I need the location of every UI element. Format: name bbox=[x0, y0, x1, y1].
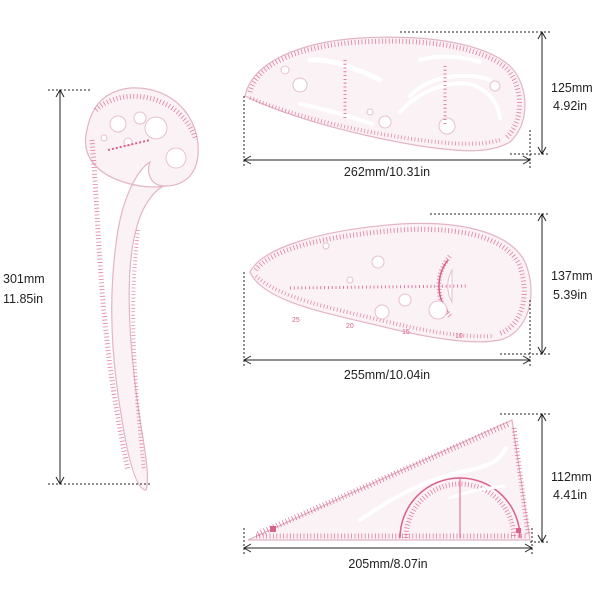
egg-protractor-width-label: 255mm/10.04in bbox=[343, 368, 431, 382]
triangle-side-scale bbox=[511, 427, 531, 535]
egg-hole bbox=[489, 80, 501, 92]
curve-hole bbox=[165, 147, 187, 169]
egg-large-height-in-label: 4.92in bbox=[553, 99, 588, 113]
protractor-edge-scale bbox=[254, 274, 495, 339]
egg-large-dimensions bbox=[242, 30, 550, 168]
triangle-width-label: 205mm/8.07in bbox=[348, 557, 428, 571]
triangle-corner-mark bbox=[270, 526, 276, 532]
curve-scale-line bbox=[107, 139, 151, 151]
triangle-height-in-label: 4.41in bbox=[553, 488, 588, 502]
egg-ruler-body bbox=[244, 36, 526, 152]
egg-curve-protractor-ruler: 25 20 15 10 bbox=[249, 222, 532, 343]
protractor-scale-mark: 15 bbox=[402, 329, 410, 336]
egg-protractor-height-in-label: 5.39in bbox=[553, 288, 588, 302]
egg-large-height-mm-label: 125mm bbox=[551, 81, 593, 95]
curve-edge-scale bbox=[94, 93, 199, 141]
vary-form-curve-ruler bbox=[84, 87, 199, 491]
protractor-center-line bbox=[289, 284, 469, 290]
protractor-hole bbox=[428, 300, 448, 320]
curve-height-in-label: 11.85in bbox=[3, 292, 44, 306]
curve-hole bbox=[100, 134, 108, 142]
protractor-scale-mark: 20 bbox=[346, 323, 354, 330]
curve-edge-scale bbox=[89, 139, 131, 471]
protractor-scale-mark: 10 bbox=[455, 333, 463, 340]
curve-ruler-body bbox=[84, 87, 199, 491]
protractor-hole bbox=[374, 304, 390, 320]
protractor-ruler-body bbox=[249, 222, 532, 343]
protractor-hole bbox=[398, 293, 412, 307]
curve-hole bbox=[133, 111, 147, 125]
curve-hole bbox=[109, 115, 127, 133]
egg-protractor-dimensions bbox=[242, 212, 550, 368]
protractor-scale-mark: 25 bbox=[292, 317, 300, 324]
protractor-hole bbox=[346, 276, 354, 284]
egg-slot bbox=[398, 81, 502, 120]
egg-hole bbox=[292, 77, 308, 93]
triangle-ruler bbox=[247, 419, 531, 541]
curve-height-dimension bbox=[48, 88, 150, 486]
curve-hole bbox=[144, 116, 168, 140]
egg-hole bbox=[438, 117, 456, 135]
curve-height-mm-label: 301mm bbox=[3, 272, 45, 286]
egg-slot bbox=[307, 57, 383, 83]
curve-edge-scale bbox=[131, 229, 146, 471]
triangle-curve-slot bbox=[358, 446, 508, 522]
egg-slot bbox=[408, 73, 492, 98]
triangle-curve-slot bbox=[448, 484, 506, 500]
egg-protractor-height-mm-label: 137mm bbox=[551, 269, 593, 283]
egg-hole bbox=[366, 108, 374, 116]
protractor-hole bbox=[371, 255, 385, 269]
egg-curve-large-ruler bbox=[244, 36, 526, 152]
protractor-edge-scale bbox=[253, 226, 527, 337]
triangle-corner-mark bbox=[516, 528, 521, 533]
triangle-dimensions bbox=[242, 412, 550, 556]
egg-slot bbox=[298, 102, 374, 126]
triangle-height-mm-label: 112mm bbox=[551, 470, 592, 484]
egg-slot bbox=[418, 54, 482, 64]
protractor-hole bbox=[322, 242, 330, 250]
triangle-hypotenuse-scale bbox=[256, 421, 510, 537]
egg-large-width-label: 262mm/10.31in bbox=[343, 165, 431, 179]
egg-hole bbox=[378, 115, 392, 129]
egg-hole bbox=[280, 65, 290, 75]
